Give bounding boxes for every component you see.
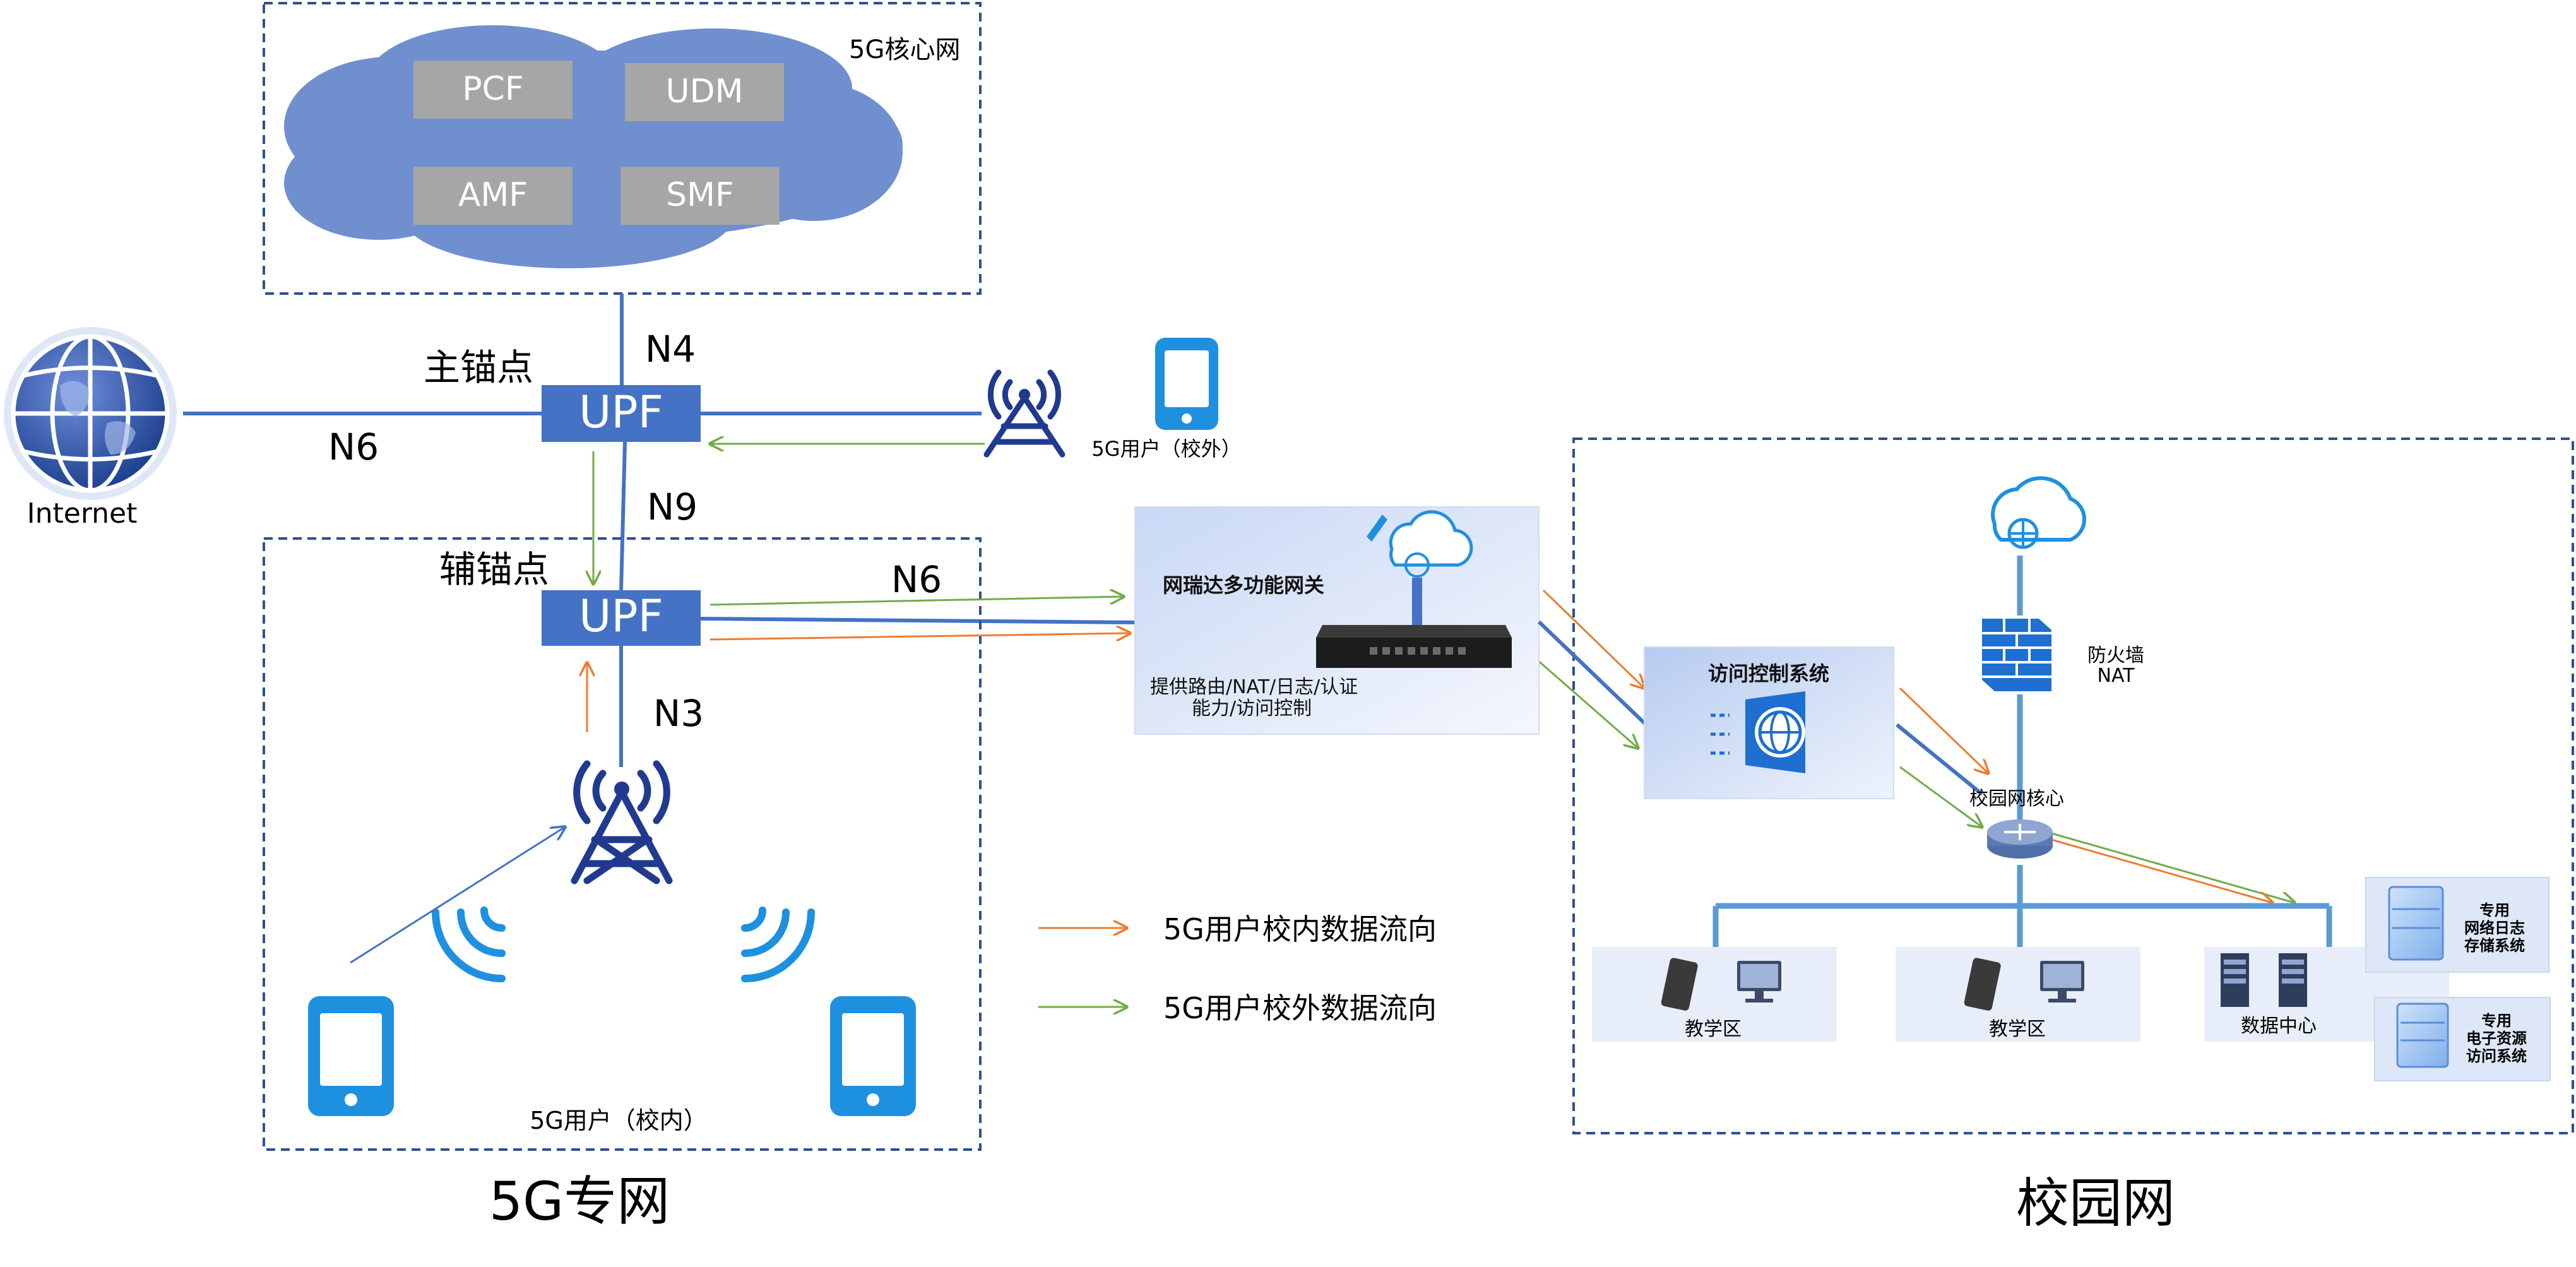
e-resource-system-card: 专用 电子资源 访问系统 [2374, 997, 2551, 1081]
gateway-card: 网瑞达多功能网关 提供路由/NAT/日志/认证 能力/访问控制 [1134, 506, 1540, 735]
nf-label: PCF [462, 70, 524, 108]
campus-core-router-icon [1987, 819, 2053, 859]
external-user-label: 5G用户（校外） [1091, 437, 1241, 461]
internet-globe-icon [4, 327, 177, 500]
campus-cloud-icon [1991, 476, 2086, 549]
gateway-title: 网瑞达多功能网关 [1163, 573, 1324, 597]
internal-users-label: 5G用户（校内） [530, 1107, 708, 1134]
blue-links [183, 294, 1137, 767]
cloud-rocket-icon [1367, 510, 1473, 625]
zone-label: 教学区 [1685, 1018, 1742, 1040]
access-control-title: 访问控制系统 [1708, 662, 1829, 686]
log-system-line3: 存储系统 [2464, 937, 2525, 955]
campus-core-links [1712, 556, 2332, 947]
desktop-computer-icon [2040, 961, 2084, 1002]
upf-main-anchor: UPF [542, 385, 701, 442]
mobile-device-icon [1964, 958, 2001, 1011]
private-network-frame [263, 537, 982, 1151]
interface-n9: N9 [647, 485, 697, 528]
resource-system-line2: 电子资源 [2466, 1030, 2527, 1047]
core-function-pcf: PCF [413, 61, 573, 119]
private-network-title: 5G专网 [489, 1170, 670, 1232]
base-station-external-icon [983, 369, 1065, 458]
phone-internal-left-icon [308, 996, 394, 1116]
interface-n6-right: N6 [891, 558, 942, 601]
zone-label: 数据中心 [2241, 1015, 2317, 1037]
mobile-device-icon [1661, 958, 1698, 1011]
campus-links [1537, 620, 1983, 796]
server-icon [2396, 1002, 2449, 1068]
outer-flow-arrows [593, 444, 2294, 903]
core-network-title: 5G核心网 [849, 35, 960, 64]
server-icon [2388, 886, 2444, 961]
log-system-line1: 专用 [2479, 901, 2510, 919]
inner-flow-arrows [587, 589, 2272, 903]
interface-n3: N3 [653, 692, 704, 735]
core-function-smf: SMF [620, 167, 780, 225]
gateway-desc-line2: 能力/访问控制 [1192, 698, 1312, 720]
nf-label: SMF [666, 176, 734, 214]
interface-n6-left: N6 [328, 425, 379, 468]
teaching-zone-2: 教学区 [1896, 947, 2140, 1042]
upf-label: UPF [579, 386, 663, 438]
base-station-internal-icon [571, 760, 673, 884]
campus-core-label: 校园网核心 [1969, 788, 2064, 810]
upf-label: UPF [579, 590, 663, 642]
aux-anchor-label: 辅锚点 [439, 548, 549, 591]
core-function-amf: AMF [413, 167, 573, 225]
legend-inner-label: 5G用户校内数据流向 [1163, 912, 1437, 946]
upf-aux-anchor: UPF [542, 590, 701, 646]
wireless-signal-left-icon [432, 907, 506, 982]
teaching-zone-1: 教学区 [1592, 947, 1837, 1042]
main-anchor-label: 主锚点 [424, 346, 533, 389]
uplink-arrow [350, 827, 565, 964]
gateway-device-icon [1316, 625, 1512, 668]
interface-n4: N4 [645, 328, 696, 371]
access-control-icon [1711, 691, 1805, 773]
desktop-computer-icon [1737, 961, 1781, 1002]
firewall-label: 防火墙 [2087, 645, 2144, 667]
legend: 5G用户校内数据流向 5G用户校外数据流向 [1038, 912, 1437, 1025]
phone-external-icon [1155, 338, 1218, 430]
core-function-udm: UDM [625, 63, 784, 121]
core-cloud [284, 25, 903, 268]
legend-outer-label: 5G用户校外数据流向 [1163, 991, 1437, 1025]
zone-label: 教学区 [1989, 1018, 2046, 1040]
wireless-signal-right-icon [741, 907, 815, 982]
resource-system-line3: 访问系统 [2466, 1047, 2527, 1065]
server-rack-icon [2279, 953, 2307, 1007]
server-rack-icon [2221, 953, 2249, 1007]
resource-system-line1: 专用 [2481, 1012, 2512, 1030]
firewall-nat-label: NAT [2098, 665, 2135, 687]
campus-network-frame [1572, 437, 2574, 1134]
nf-label: AMF [458, 176, 528, 214]
log-storage-system-card: 专用 网络日志 存储系统 [2365, 877, 2549, 973]
phone-internal-right-icon [830, 996, 916, 1116]
gateway-desc-line1: 提供路由/NAT/日志/认证 [1150, 676, 1358, 698]
campus-network-title: 校园网 [2016, 1172, 2175, 1234]
access-control-card: 访问控制系统 [1644, 646, 1894, 799]
firewall-icon [1982, 619, 2051, 691]
internet-label: Internet [27, 497, 138, 530]
log-system-line2: 网络日志 [2464, 919, 2525, 937]
nf-label: UDM [666, 73, 744, 110]
